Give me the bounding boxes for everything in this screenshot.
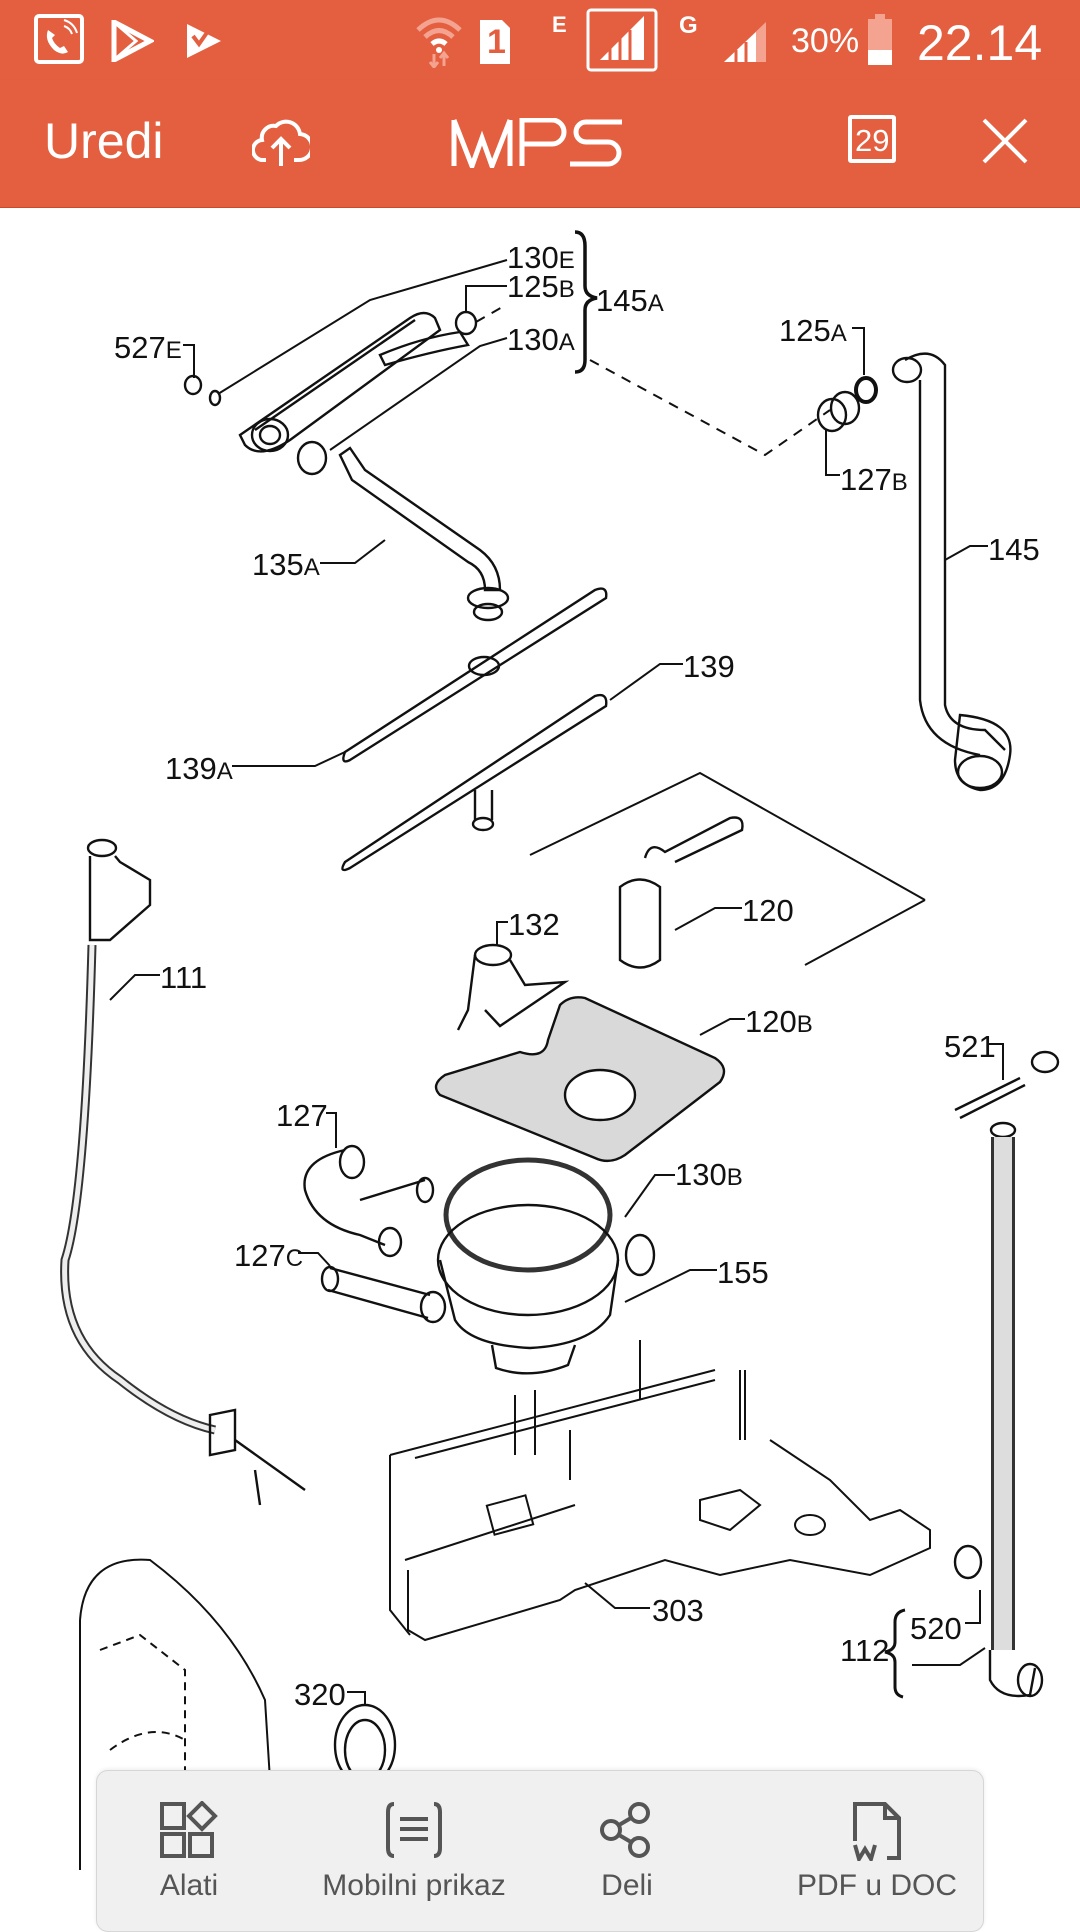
wifi-data-icon (414, 12, 464, 73)
label-125B: 125B (507, 269, 575, 304)
label-112: 112 (840, 1633, 890, 1668)
label-127: 127 (276, 1098, 328, 1133)
close-icon[interactable] (982, 118, 1028, 169)
battery-percent: 30% (791, 22, 860, 60)
side-panel (79, 1558, 271, 1870)
label-130A: 130A (507, 322, 575, 357)
seal-520 (953, 1544, 983, 1580)
drain-hose-145 (891, 352, 1012, 792)
label-139: 139 (683, 649, 735, 684)
label-155: 155 (717, 1255, 769, 1290)
label-125A: 125A (779, 313, 847, 348)
oring-130e (208, 389, 222, 407)
task-check-icon (183, 20, 225, 67)
sump-155 (436, 1203, 656, 1375)
share-label: Deli (601, 1869, 653, 1902)
label-127B: 127B (840, 462, 908, 497)
battery-icon (866, 14, 894, 71)
pdf-to-doc-label: PDF u DOC (796, 1869, 958, 1902)
spray-arm-pipe-135a (338, 446, 510, 622)
label-520: 520 (910, 1611, 962, 1646)
label-120B: 120B (745, 1004, 813, 1039)
share-icon (599, 1801, 655, 1864)
wps-logo (450, 117, 626, 174)
oring-125b (454, 310, 478, 336)
drain-hose-112 (988, 1121, 1044, 1698)
play-store-icon (110, 17, 156, 67)
app-bar: Uredi 29 (0, 80, 1080, 208)
tools-label: Alati (159, 1869, 219, 1902)
mobile-view-label: Mobilni prikaz (322, 1869, 506, 1902)
spray-arm-139 (341, 693, 608, 872)
label-111: 111 (160, 960, 208, 995)
part-521 (954, 1050, 1060, 1120)
nut-127b (816, 390, 861, 433)
label-120: 120 (742, 893, 794, 928)
part-132 (456, 943, 570, 1031)
share-button[interactable]: Deli (567, 1771, 687, 1921)
mobile-view-icon (384, 1801, 444, 1864)
upper-spray-tube (238, 311, 470, 453)
cloud-upload-icon[interactable] (251, 116, 314, 173)
network-g-label: G (679, 12, 698, 39)
label-130B: 130B (675, 1157, 743, 1192)
label-127C: 127C (234, 1238, 304, 1273)
base-303 (389, 1340, 931, 1642)
clock: 22.14 (917, 15, 1043, 71)
pdf-to-doc-icon (851, 1801, 903, 1866)
label-139A: 139A (165, 751, 233, 786)
inlet-hose-111 (60, 838, 306, 1506)
page-count-button[interactable]: 29 (848, 115, 896, 163)
exploded-parts-diagram (60, 230, 1060, 1870)
ring-130b (443, 1157, 613, 1273)
label-145A: 145A (596, 283, 664, 318)
tools-button[interactable]: Alati (109, 1771, 269, 1921)
pipe-127 (303, 1144, 435, 1258)
filter-120 (618, 816, 744, 969)
label-303: 303 (652, 1593, 704, 1628)
edit-button[interactable]: Uredi (44, 113, 164, 169)
signal-sim2-icon (722, 20, 770, 69)
sim1-icon: 1 (478, 18, 512, 71)
bottom-toolbar: Alati Mobilni prikaz Deli PDF u DOC (96, 1770, 984, 1932)
document-page[interactable]: 130E 125B 130A 145A 527E 125A 127B 145 1… (0, 208, 1080, 1920)
nut-527e (183, 374, 203, 396)
status-bar: 1 E G 30% 22.14 (0, 0, 1080, 80)
sim1-number: 1 (487, 23, 506, 61)
signal-sim1-icon (586, 8, 660, 77)
oring-125a (854, 376, 878, 404)
tools-icon (159, 1800, 219, 1864)
network-e-label: E (552, 12, 567, 37)
mobile-view-button[interactable]: Mobilni prikaz (309, 1771, 519, 1921)
label-132: 132 (508, 907, 560, 942)
page-count: 29 (855, 123, 890, 158)
pdf-to-doc-button[interactable]: PDF u DOC (777, 1771, 977, 1921)
label-320: 320 (294, 1677, 346, 1712)
label-130E: 130E (507, 240, 575, 275)
filter-plate-120b (434, 996, 726, 1163)
pipe-127c (320, 1265, 447, 1324)
oring-130a (296, 440, 328, 476)
label-521: 521 (944, 1029, 996, 1064)
label-527E: 527E (114, 330, 182, 365)
label-145: 145 (988, 532, 1040, 567)
label-135A: 135A (252, 547, 320, 582)
spray-arm-139a (342, 587, 608, 763)
call-recorder-icon (34, 14, 86, 69)
